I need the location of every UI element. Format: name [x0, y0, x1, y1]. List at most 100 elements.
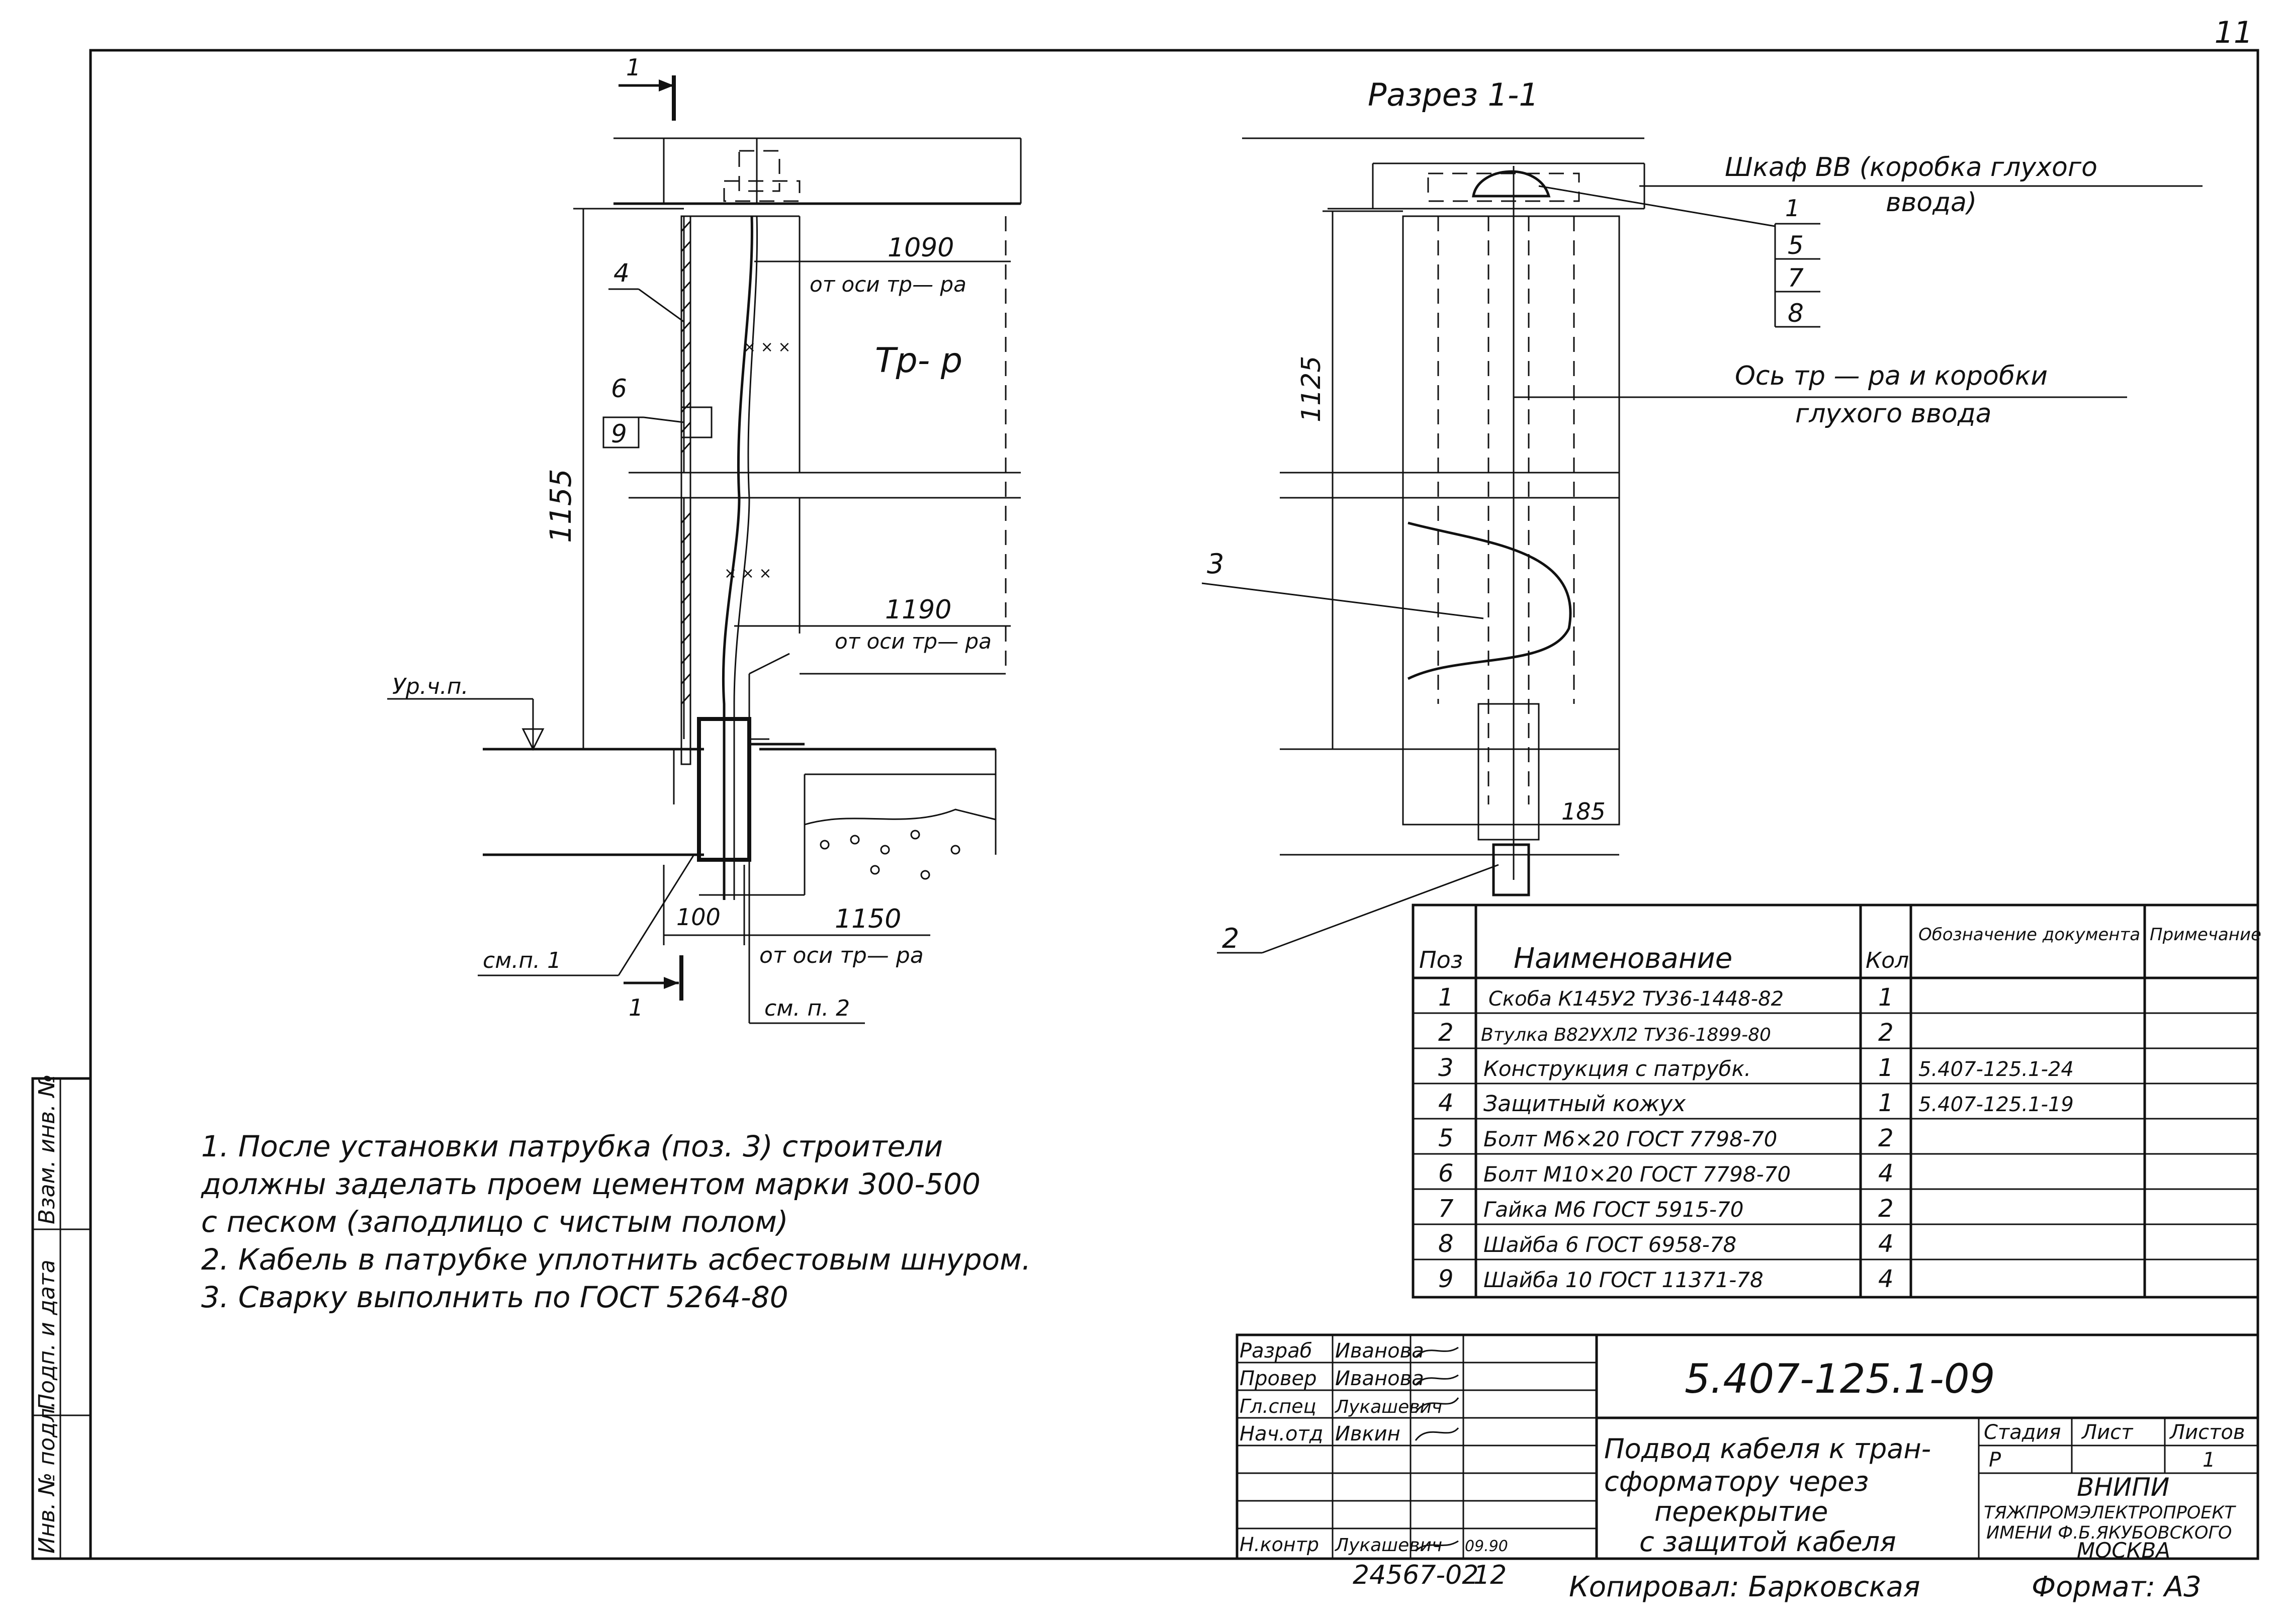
spec-row-9-name: Шайба 10 ГОСТ 11371-78: [1483, 1268, 1764, 1292]
spec-row-2-qty: 2: [1878, 1019, 1894, 1047]
floor-level-label: Ур.ч.п.: [392, 674, 468, 699]
spec-header-note: Примечание: [2150, 925, 2261, 945]
role-1-name: Иванова: [1335, 1339, 1424, 1363]
signature-2: [1415, 1374, 1459, 1386]
spec-row-8-pos: 8: [1438, 1230, 1454, 1258]
general-notes: 1. После установки патрубка (поз. 3) стр…: [201, 1129, 1031, 1314]
title-line-4: с защитой кабеля: [1639, 1526, 1896, 1558]
spec-row-9-qty: 4: [1878, 1265, 1894, 1293]
role-8: Н.контр: [1240, 1533, 1319, 1556]
role-4: Нач.отд: [1240, 1422, 1323, 1446]
spec-row-6-name: Болт М10×20 ГОСТ 7798-70: [1483, 1162, 1791, 1187]
spec-row-3-name: Конструкция с патрубк.: [1483, 1056, 1751, 1081]
page-number: 11: [2215, 15, 2253, 50]
cabinet-label-line-2: ввода): [1886, 188, 1977, 218]
spec-row-2-pos: 2: [1438, 1019, 1454, 1047]
spec-row-3-qty: 1: [1878, 1054, 1894, 1082]
note-line-1: 1. После установки патрубка (поз. 3) стр…: [201, 1129, 943, 1163]
org-line-2: ТЯЖПРОМЭЛЕКТРОПРОЕКТ: [1984, 1503, 2236, 1523]
spec-row-4-doc: 5.407-125.1-19: [1918, 1093, 2074, 1116]
stamp-replace-inv: Взам. инв. №: [34, 1074, 60, 1224]
role-1: Разраб: [1240, 1339, 1312, 1363]
section-pos-7: 7: [1788, 263, 1804, 293]
signature-8: [1415, 1540, 1459, 1552]
dim-1090: 1090: [888, 233, 954, 263]
note-line-5: 3. Сварку выполнить по ГОСТ 5264-80: [201, 1280, 788, 1314]
sheets-header: Листов: [2169, 1421, 2245, 1444]
spec-row-5-name: Болт М6×20 ГОСТ 7798-70: [1483, 1127, 1777, 1151]
cut-mark-bottom: 1: [629, 994, 643, 1021]
transformer-label: Тр- р: [875, 341, 962, 381]
spec-row-6-pos: 6: [1438, 1159, 1454, 1188]
stage-value: Р: [1989, 1449, 2001, 1472]
section-view: Разрез 1-1 1125 185 Шкаф ВВ (коробка глу…: [1201, 76, 2203, 954]
cabinet-label-line-1: Шкаф ВВ (коробка глухого: [1725, 152, 2097, 183]
spec-header-name: Наименование: [1514, 942, 1732, 975]
spec-row-8-qty: 4: [1878, 1230, 1894, 1258]
spec-row-7-name: Гайка М6 ГОСТ 5915-70: [1483, 1197, 1743, 1222]
spec-row-1-name: Скоба К145У2 ТУ36-1448-82: [1488, 987, 1784, 1011]
section-pos-2: 2: [1222, 923, 1239, 954]
spec-row-6-qty: 4: [1878, 1159, 1894, 1188]
format-label: Формат: А3: [2032, 1571, 2202, 1603]
spec-row-3-pos: 3: [1438, 1054, 1454, 1082]
spec-header-pos: Поз: [1419, 946, 1463, 973]
stamp-sign-date: Подп. и дата: [34, 1259, 60, 1410]
svg-text:× × ×: × × ×: [724, 565, 771, 582]
spec-row-4-qty: 1: [1878, 1089, 1894, 1117]
signature-3: [1415, 1397, 1459, 1413]
archive-number: 24567-02: [1353, 1560, 1478, 1590]
see-note-1: см.п. 1: [483, 948, 561, 973]
signature-4: [1415, 1427, 1459, 1441]
stamp-inv-orig: Инв. № подл.: [34, 1401, 60, 1554]
from-axis-label-3: от оси тр— ра: [759, 943, 924, 968]
spec-row-2-name: Втулка В82УХЛ2 ТУ36-1899-80: [1481, 1025, 1771, 1045]
spec-row-3-doc: 5.407-125.1-24: [1918, 1058, 2074, 1081]
role-2-name: Иванова: [1335, 1367, 1424, 1390]
spec-row-8-name: Шайба 6 ГОСТ 6958-78: [1483, 1232, 1736, 1257]
section-pos-3: 3: [1207, 548, 1224, 580]
sheet-header: Лист: [2081, 1421, 2134, 1444]
copied-by: Копировал: Барковская: [1569, 1571, 1920, 1603]
signature-1: [1415, 1346, 1459, 1358]
plan-view: 1 × × × × × ×: [387, 54, 1022, 1024]
spec-row-1-qty: 1: [1878, 983, 1894, 1012]
dim-1155: 1155: [544, 469, 578, 543]
spec-row-9-pos: 9: [1438, 1265, 1454, 1293]
title-line-1: Подвод кабеля к тран-: [1604, 1433, 1931, 1465]
title-line-3: перекрытие: [1654, 1496, 1828, 1527]
spec-row-7-qty: 2: [1878, 1195, 1894, 1223]
section-pos-1: 1: [1785, 195, 1800, 222]
role-3: Гл.спец: [1240, 1395, 1316, 1417]
note-line-4: 2. Кабель в патрубке уплотнить асбестовы…: [201, 1242, 1031, 1277]
doc-code: 5.407-125.1-09: [1685, 1356, 1995, 1402]
role-4-name: Ивкин: [1335, 1422, 1400, 1446]
dim-185: 185: [1561, 798, 1606, 825]
from-axis-label-1: от оси тр— ра: [810, 272, 966, 297]
spec-row-5-qty: 2: [1878, 1124, 1894, 1152]
section-pos-8: 8: [1788, 299, 1804, 328]
dim-1150: 1150: [835, 904, 901, 934]
spec-row-1-pos: 1: [1438, 983, 1454, 1012]
title-block: Разраб Иванова Провер Иванова Гл.спец Лу…: [1236, 1333, 2259, 1563]
pos-9-label: 9: [611, 419, 627, 448]
pos-4-label: 4: [613, 258, 630, 288]
sheets-value: 1: [2203, 1449, 2215, 1472]
org-line-3: ИМЕНИ Ф.Б.ЯКУБОВСКОГО: [1986, 1523, 2232, 1543]
section-title: Разрез 1-1: [1368, 76, 1539, 113]
from-axis-label-2: от оси тр— ра: [835, 629, 992, 654]
spec-header-qty: Кол: [1866, 948, 1909, 973]
archive-sheet: 12: [1473, 1560, 1507, 1590]
spec-row-5-pos: 5: [1438, 1124, 1454, 1152]
pos-6-label: 6: [611, 374, 627, 403]
cut-mark-top: 1: [626, 54, 641, 81]
sheet-frame: [89, 49, 2259, 1560]
org-line-1: ВНИПИ: [2077, 1473, 2169, 1502]
side-stamp: Инв. № подл. Подп. и дата Взам. инв. №: [31, 1074, 92, 1560]
note-line-3: с песком (заподлицо с чистым полом): [201, 1205, 788, 1239]
date-value: 09.90: [1465, 1538, 1508, 1555]
axis-label-line-1: Ось тр — ра и коробки: [1735, 361, 2048, 391]
see-note-2: см. п. 2: [764, 996, 850, 1021]
section-pos-5: 5: [1788, 231, 1804, 260]
